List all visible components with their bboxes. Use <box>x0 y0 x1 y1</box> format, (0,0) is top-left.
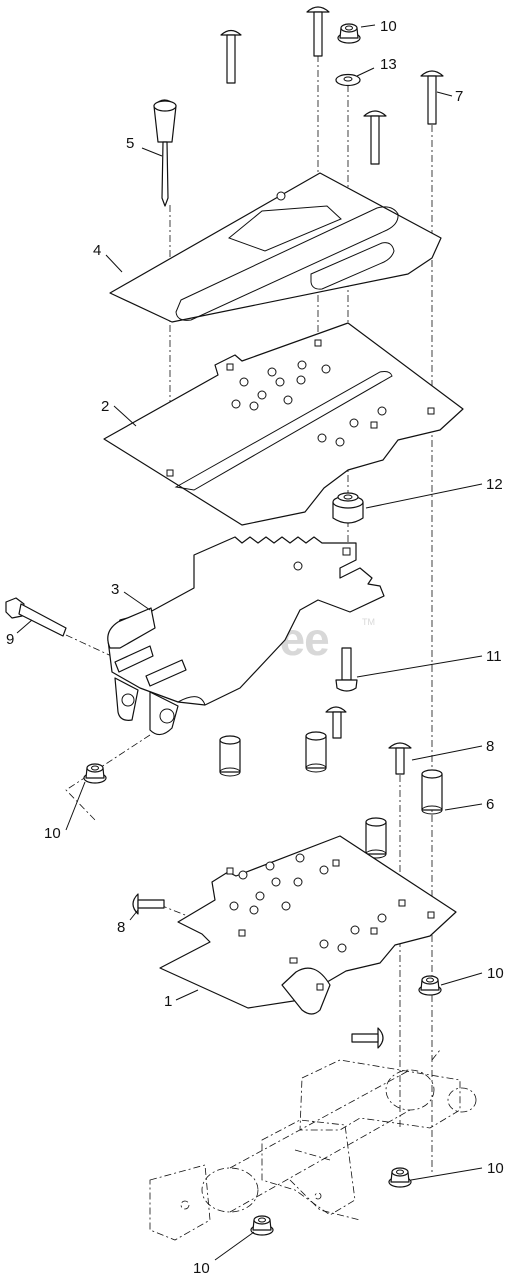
callout-8-right: 8 <box>486 738 494 755</box>
callout-10-top: 10 <box>380 18 397 35</box>
callout-6: 6 <box>486 796 494 813</box>
flange-nut-low-right <box>388 1167 412 1188</box>
mounting-plate-part-2 <box>103 322 464 526</box>
callout-10-low: 10 <box>487 1160 504 1177</box>
callout-2: 2 <box>101 398 109 415</box>
base-plate-part-1 <box>159 835 457 1015</box>
carriage-bolt-top-left <box>220 29 242 84</box>
carriage-bolt-part-7 <box>420 70 444 125</box>
bracket-part-3 <box>107 536 385 736</box>
callout-1: 1 <box>164 993 172 1010</box>
leader-lines <box>16 24 483 1261</box>
callout-10-left: 10 <box>44 825 61 842</box>
spacer-lower <box>365 817 387 859</box>
watermark-trademark: TM <box>362 617 375 627</box>
callout-12: 12 <box>486 476 503 493</box>
carriage-bolt-part-8-right <box>388 742 412 775</box>
callout-3: 3 <box>111 581 119 598</box>
carriage-bolt-under-plate <box>351 1027 384 1049</box>
callout-4: 4 <box>93 242 101 259</box>
callout-labels: 10 13 7 5 4 2 12 3 9 11 8 6 10 8 10 1 10… <box>6 18 504 1277</box>
spacer-part-6 <box>421 769 443 815</box>
screw-part-11 <box>335 647 358 692</box>
cover-plate-part-4 <box>109 172 442 323</box>
carriage-bolt-mid-right <box>363 110 387 165</box>
flange-nut-left <box>83 763 107 784</box>
carriage-bolt-below-bracket <box>325 706 347 739</box>
spacer-center <box>305 731 327 773</box>
hex-bolt-part-9 <box>5 597 67 637</box>
control-knob-part-5 <box>153 99 177 207</box>
callout-10-bottom: 10 <box>193 1260 210 1277</box>
callout-7: 7 <box>455 88 463 105</box>
bushing-part-12 <box>332 492 364 524</box>
flange-nut-bottom <box>250 1215 274 1236</box>
carriage-bolt-top-center <box>306 6 330 57</box>
washer-part-13 <box>335 73 361 87</box>
assembly-centerlines <box>65 55 433 1175</box>
flange-nut-mid-right <box>418 975 442 996</box>
callout-13: 13 <box>380 56 397 73</box>
callout-5: 5 <box>126 135 134 152</box>
callout-11: 11 <box>486 648 502 665</box>
callout-9: 9 <box>6 631 14 648</box>
flange-nut-top <box>337 23 361 44</box>
callout-10-mid: 10 <box>487 965 504 982</box>
phantom-frame-assembly <box>149 1049 477 1241</box>
spacer-left <box>219 735 241 777</box>
carriage-bolt-part-8-left <box>132 893 165 915</box>
callout-8-left: 8 <box>117 919 125 936</box>
